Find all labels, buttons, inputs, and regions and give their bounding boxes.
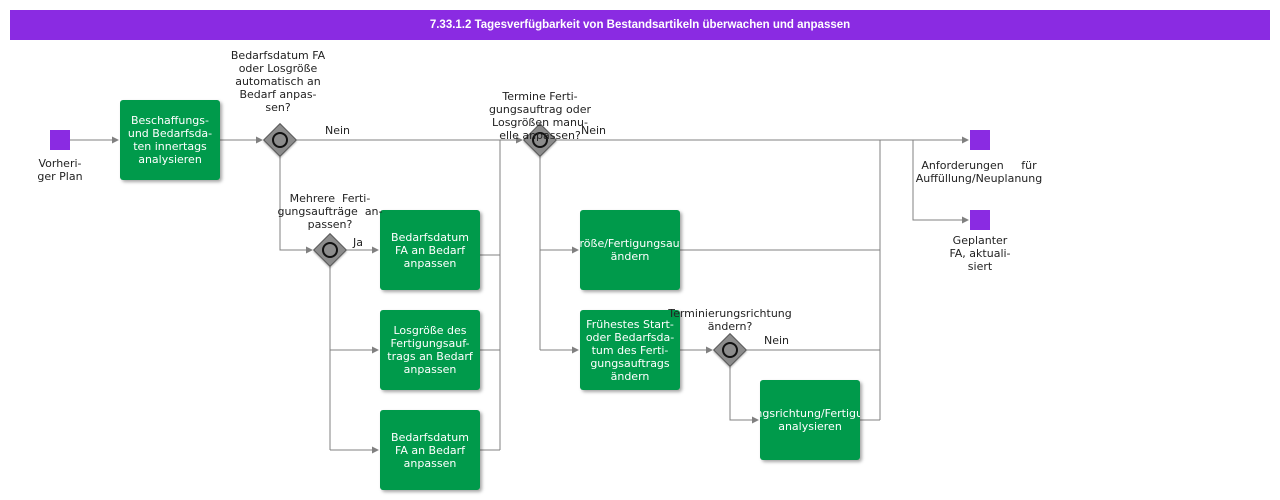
gateway-direction-label: Terminierungsrichtung ändern? xyxy=(668,307,792,333)
gateway-inclusive-icon xyxy=(268,128,292,152)
flow-gw1-down xyxy=(279,156,313,254)
start-event-label: Vorheri- ger Plan xyxy=(37,157,83,183)
edge-label-nein-3: Nein xyxy=(764,334,790,347)
edge-label-ja-1: Ja xyxy=(353,236,363,249)
flow-merge-left xyxy=(480,140,501,451)
flow-to-planned-end xyxy=(912,140,969,224)
task-adjust-date-2[interactable]: Bedarfsdatum FA an Bedarf anpassen xyxy=(380,410,480,490)
edge-label-nein-2: Nein xyxy=(581,124,607,137)
task-adjust-date-1[interactable]: Bedarfsdatum FA an Bedarf anpassen xyxy=(380,210,480,290)
flow-gw4-down xyxy=(729,366,759,424)
end-event-requests[interactable] xyxy=(970,130,990,150)
task-adjust-lot-size[interactable]: Losgröße des Fertigungsauf- trags an Bed… xyxy=(380,310,480,390)
task-change-lot-size[interactable]: Losgröße/Fertigungsauftrag ändern xyxy=(580,210,680,290)
task-analyze-data[interactable]: Beschaffungs- und Bedarfsda- ten innerta… xyxy=(120,100,220,180)
end-event-planned-label: Geplanter FA, aktuali- siert xyxy=(949,234,1011,273)
end-event-requests-label: Anforderungen für Auffüllung/Neuplanung xyxy=(915,159,1043,185)
edge-label-nein-1: Nein xyxy=(325,124,351,137)
gateway-manual-adjust-label: Termine Ferti- gungsauftrag oder Losgröß… xyxy=(488,90,592,142)
end-event-planned-fa[interactable] xyxy=(970,210,990,230)
task-analyze-direction[interactable]: Terminierungsrichtung/Fertigungsauftrag … xyxy=(760,380,860,460)
gateway-inclusive-icon xyxy=(718,338,742,362)
task-change-start-date[interactable]: Frühestes Start- oder Bedarfsda- tum des… xyxy=(580,310,680,390)
gateway-auto-adjust-label: Bedarfsdatum FA oder Losgröße automatisc… xyxy=(230,49,326,114)
start-event-previous-plan[interactable] xyxy=(50,130,70,150)
diagram-title: 7.33.1.2 Tagesverfügbarkeit von Bestands… xyxy=(10,10,1270,40)
gateway-multiple-orders-label: Mehrere Ferti- gungsaufträge an- passen? xyxy=(277,192,383,231)
gateway-inclusive-icon xyxy=(318,238,342,262)
